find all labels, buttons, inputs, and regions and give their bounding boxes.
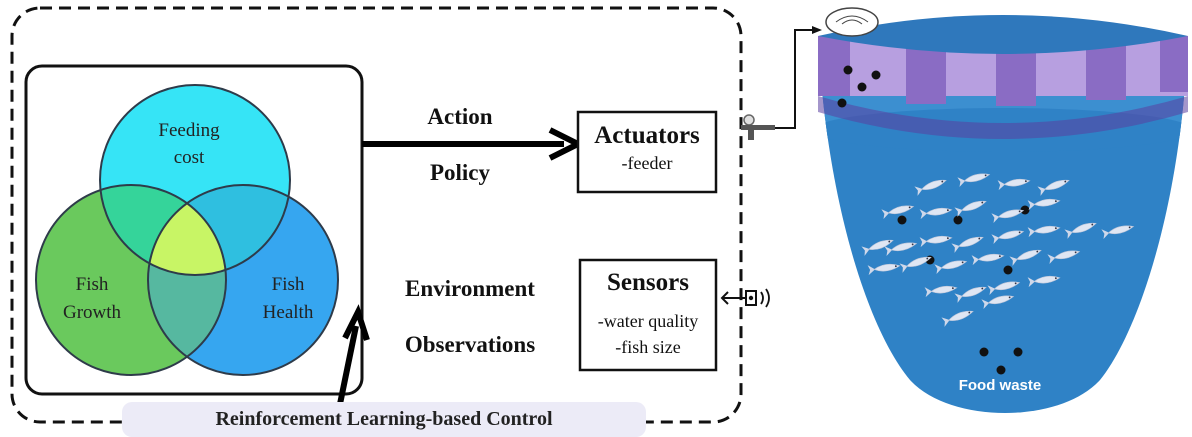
rl-control-banner: Reinforcement Learning-based Control bbox=[122, 402, 646, 437]
fish-icon bbox=[954, 200, 987, 217]
fish-icon bbox=[934, 260, 968, 275]
fish-icon bbox=[991, 230, 1025, 245]
feedback-arrow bbox=[337, 325, 359, 405]
fish-health-label-2: Health bbox=[263, 302, 314, 323]
observations-label: Observations bbox=[405, 332, 535, 357]
fish-icon bbox=[919, 235, 953, 248]
actuators-item: -feeder bbox=[622, 153, 673, 173]
fish-icon bbox=[981, 295, 1015, 310]
fish-icon bbox=[991, 209, 1025, 224]
sensors-item-fish-size: -fish size bbox=[615, 337, 680, 357]
food-pellets bbox=[837, 65, 1030, 375]
fish-icon bbox=[881, 205, 915, 220]
fish-icon bbox=[924, 285, 958, 298]
policy-label: Policy bbox=[430, 160, 491, 185]
actuators-box bbox=[576, 110, 718, 194]
fish-icon bbox=[899, 256, 932, 273]
feeding-cost-label-1: Feeding bbox=[158, 120, 220, 141]
fish-icon bbox=[1047, 250, 1081, 265]
fish-icon bbox=[954, 286, 987, 303]
fish-icon bbox=[919, 207, 953, 220]
feeder-icon bbox=[741, 26, 822, 140]
sensor-icon bbox=[720, 288, 770, 308]
fish-icon bbox=[884, 242, 918, 257]
fish-icon bbox=[1037, 179, 1070, 196]
fish-icon bbox=[1027, 225, 1061, 238]
fish-icon bbox=[957, 173, 991, 188]
fish-icon bbox=[861, 239, 894, 256]
tank-rim bbox=[818, 15, 1188, 139]
venn-diagram: Feeding cost Fish Growth Fish Health bbox=[35, 84, 339, 376]
fish-icon bbox=[914, 179, 947, 196]
fish-icon bbox=[987, 281, 1021, 296]
fish-icon bbox=[1027, 275, 1061, 288]
fish-icon bbox=[867, 263, 901, 276]
feeder-ring bbox=[825, 7, 879, 37]
fish-icon bbox=[971, 253, 1005, 266]
action-label: Action bbox=[427, 104, 492, 129]
sensors-box bbox=[578, 258, 718, 372]
fish-icon bbox=[997, 178, 1031, 191]
fish-tank: Food waste bbox=[818, 7, 1188, 413]
fish-icon bbox=[951, 236, 984, 253]
fish-growth-label-1: Fish bbox=[76, 274, 109, 295]
fish-icon bbox=[1027, 198, 1061, 211]
fish-icon bbox=[1009, 249, 1042, 266]
fish-icon bbox=[941, 310, 974, 327]
food-waste-label: Food waste bbox=[959, 377, 1042, 394]
sensors-title: Sensors bbox=[607, 269, 689, 296]
fish-school bbox=[861, 173, 1135, 327]
actuators-title: Actuators bbox=[594, 122, 700, 149]
sensors-item-water-quality: -water quality bbox=[598, 311, 698, 331]
feeding-cost-label-2: cost bbox=[174, 147, 205, 168]
fish-health-label-1: Fish bbox=[272, 274, 305, 295]
environment-label: Environment bbox=[405, 276, 535, 301]
fish-growth-label-2: Growth bbox=[63, 302, 122, 323]
fish-icon bbox=[1101, 225, 1135, 240]
fish-icon bbox=[1064, 222, 1097, 239]
rl-control-label: Reinforcement Learning-based Control bbox=[215, 408, 553, 430]
